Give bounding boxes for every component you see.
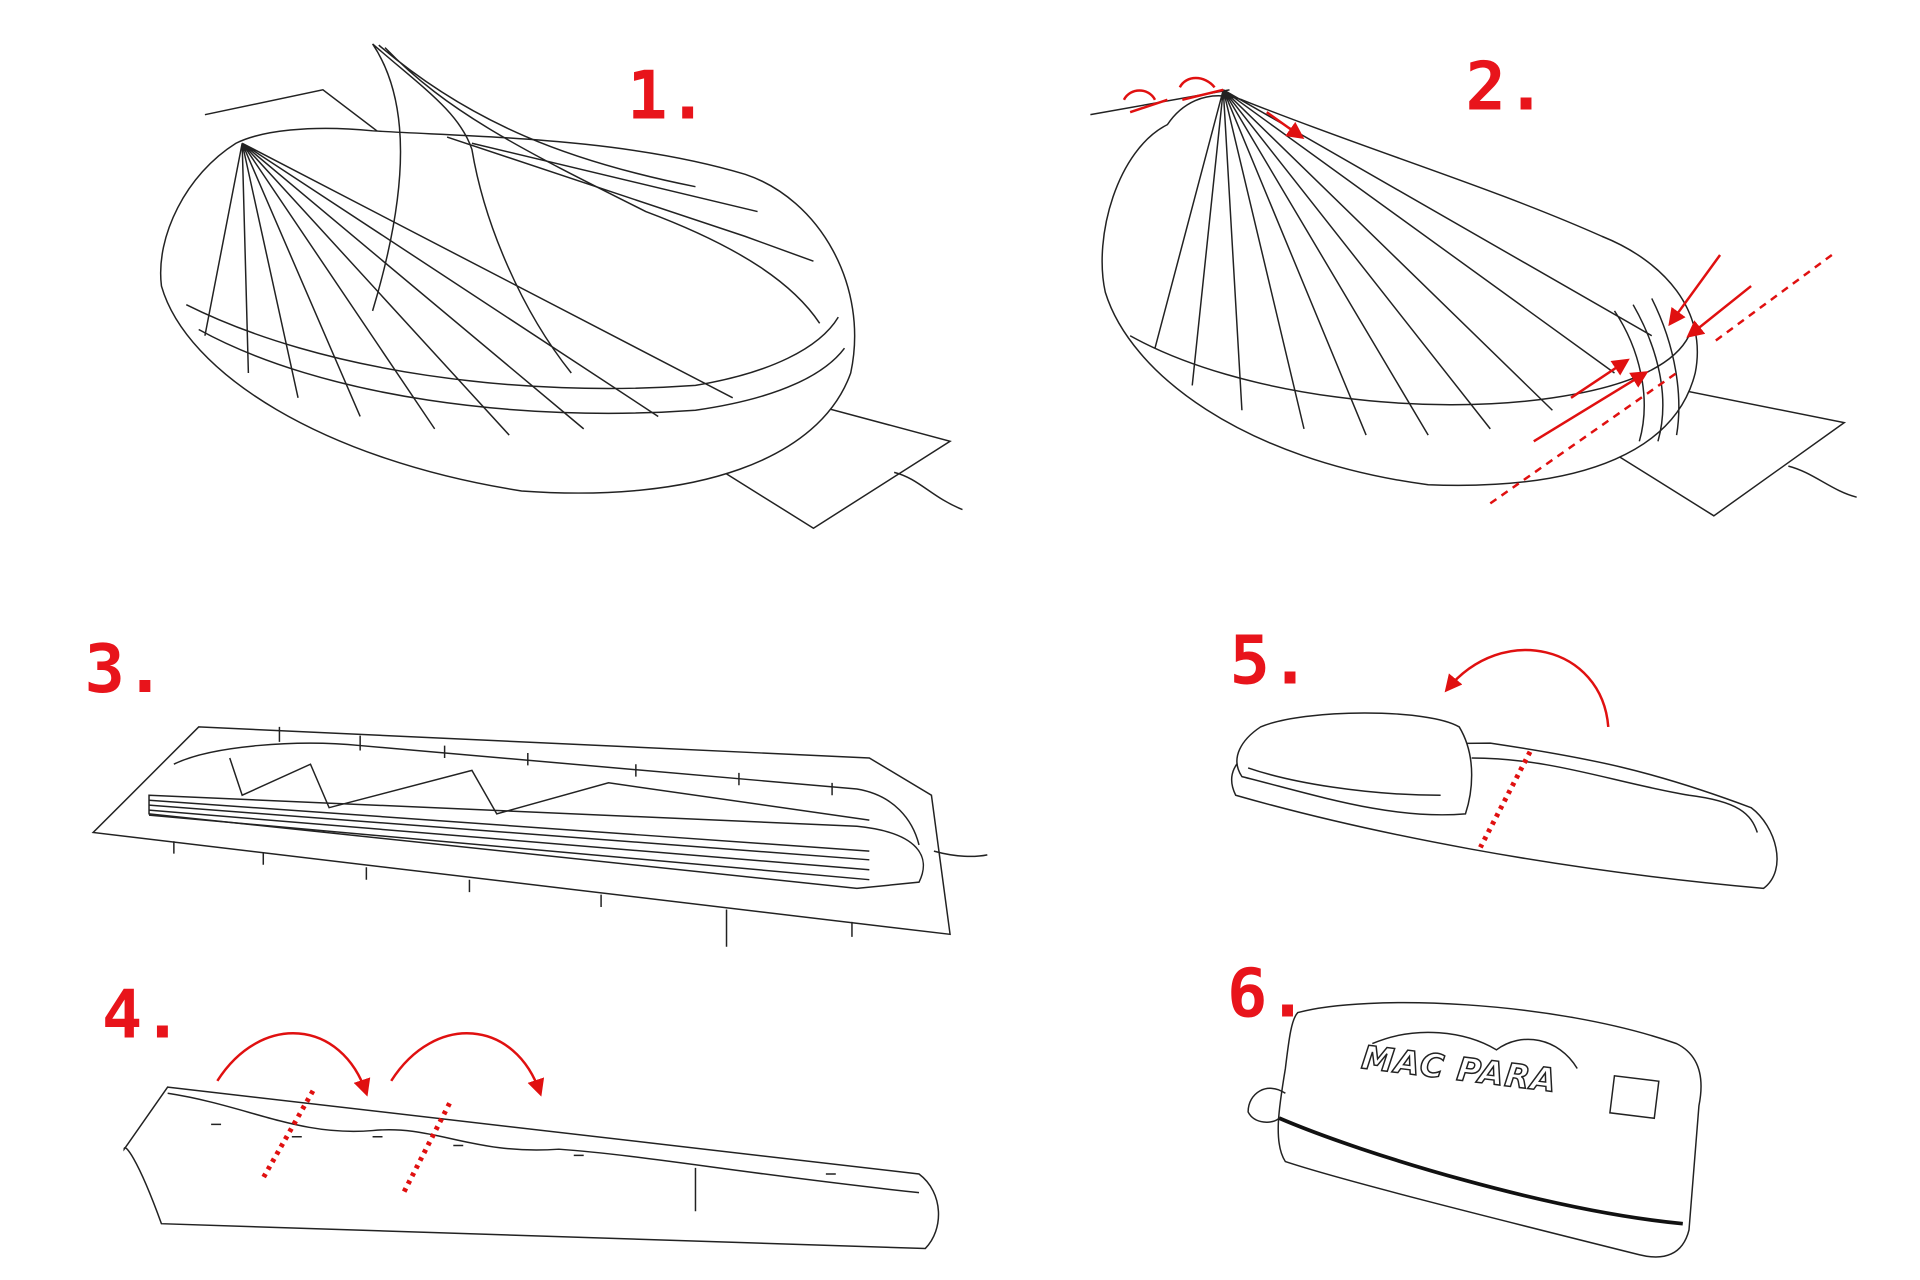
step-4-roll-length: 4.	[102, 975, 940, 1250]
step-2-red-arrows	[1122, 76, 1833, 505]
step-5-number: 5.	[1229, 621, 1310, 699]
bag-label-patch	[1609, 1074, 1660, 1120]
logo-wing-icon	[1372, 1031, 1578, 1069]
step-2-accordion-fold: 2.	[1090, 48, 1857, 517]
step-2-number: 2.	[1465, 48, 1546, 126]
step-4-number: 4.	[102, 975, 183, 1053]
step-1-number: 1.	[627, 56, 708, 134]
glider-ribs	[204, 43, 821, 436]
step-5-fold-over: 5.	[1229, 621, 1778, 890]
line-attachment-tabs	[173, 726, 853, 947]
step-1-glider-spread: 1.	[159, 43, 963, 530]
step-6-number: 6.	[1227, 954, 1308, 1032]
step-3-stacked-cells: 3.	[84, 630, 988, 947]
step-3-number: 3.	[84, 630, 165, 708]
step-6-packed-bag: MAC PARA 6.	[1227, 954, 1702, 1258]
